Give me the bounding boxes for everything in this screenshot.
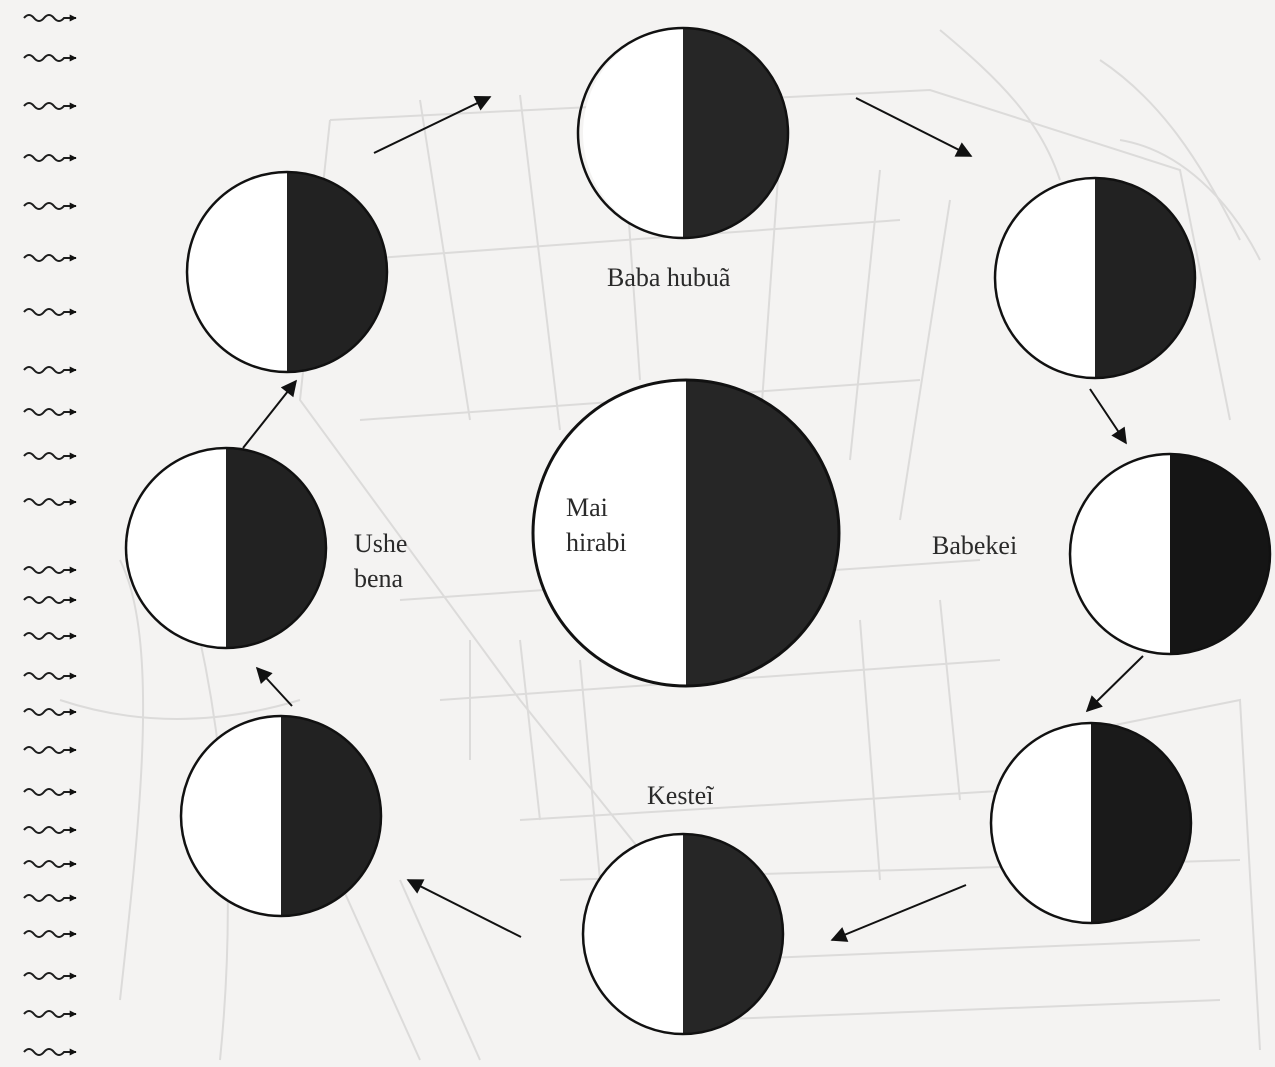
squiggle-arrow-icon bbox=[24, 1049, 76, 1055]
label-ushe-bena-line2: bena bbox=[354, 563, 403, 595]
moon-upper-left bbox=[187, 172, 387, 372]
squiggle-arrow-icon bbox=[24, 931, 76, 937]
arrow-icon bbox=[374, 97, 490, 153]
arrow-icon bbox=[832, 885, 966, 940]
squiggle-arrow-icon bbox=[24, 633, 76, 639]
arrow-icon bbox=[408, 880, 521, 937]
squiggle-arrow-icon bbox=[24, 15, 76, 21]
squiggle-arrow-icon bbox=[24, 789, 76, 795]
squiggle-arrow-icon bbox=[24, 155, 76, 161]
label-babekei: Babekei bbox=[932, 530, 1017, 562]
arrow-icon bbox=[243, 381, 296, 448]
squiggle-arrow-icon bbox=[24, 747, 76, 753]
squiggle-arrow-icon bbox=[24, 1011, 76, 1017]
squiggle-arrow-icon bbox=[24, 709, 76, 715]
label-ushe-bena-line1: Ushe bbox=[354, 528, 407, 560]
squiggle-arrow-icon bbox=[24, 103, 76, 109]
moon-lower-right bbox=[991, 723, 1191, 923]
label-baba-hubua: Baba hubuã bbox=[607, 262, 730, 294]
squiggle-arrow-icon bbox=[24, 673, 76, 679]
moon-left bbox=[126, 448, 326, 648]
moon-bottom bbox=[583, 834, 783, 1034]
squiggle-arrow-icon bbox=[24, 567, 76, 573]
arrow-icon bbox=[257, 668, 292, 706]
squiggle-arrow-icon bbox=[24, 973, 76, 979]
squiggle-arrow-icon bbox=[24, 499, 76, 505]
squiggle-arrow-icon bbox=[24, 453, 76, 459]
squiggle-arrow-icon bbox=[24, 409, 76, 415]
label-mai-hirabi-line1: Mai bbox=[566, 492, 608, 524]
squiggle-arrow-icon bbox=[24, 827, 76, 833]
margin-squiggle-arrows bbox=[24, 15, 76, 1055]
squiggle-arrow-icon bbox=[24, 597, 76, 603]
squiggle-arrow-icon bbox=[24, 861, 76, 867]
label-kestei: Kesteĩ bbox=[647, 780, 713, 812]
squiggle-arrow-icon bbox=[24, 255, 76, 261]
moon-upper-right bbox=[995, 178, 1195, 378]
moon-lower-left bbox=[181, 716, 381, 916]
squiggle-arrow-icon bbox=[24, 367, 76, 373]
squiggle-arrow-icon bbox=[24, 895, 76, 901]
squiggle-arrow-icon bbox=[24, 55, 76, 61]
squiggle-arrow-icon bbox=[24, 309, 76, 315]
moon-right bbox=[1070, 454, 1270, 654]
arrow-icon bbox=[1087, 656, 1143, 711]
moon-top bbox=[578, 28, 788, 238]
arrow-icon bbox=[1090, 389, 1126, 443]
arrow-icon bbox=[856, 98, 971, 156]
label-mai-hirabi-line2: hirabi bbox=[566, 527, 627, 559]
squiggle-arrow-icon bbox=[24, 203, 76, 209]
